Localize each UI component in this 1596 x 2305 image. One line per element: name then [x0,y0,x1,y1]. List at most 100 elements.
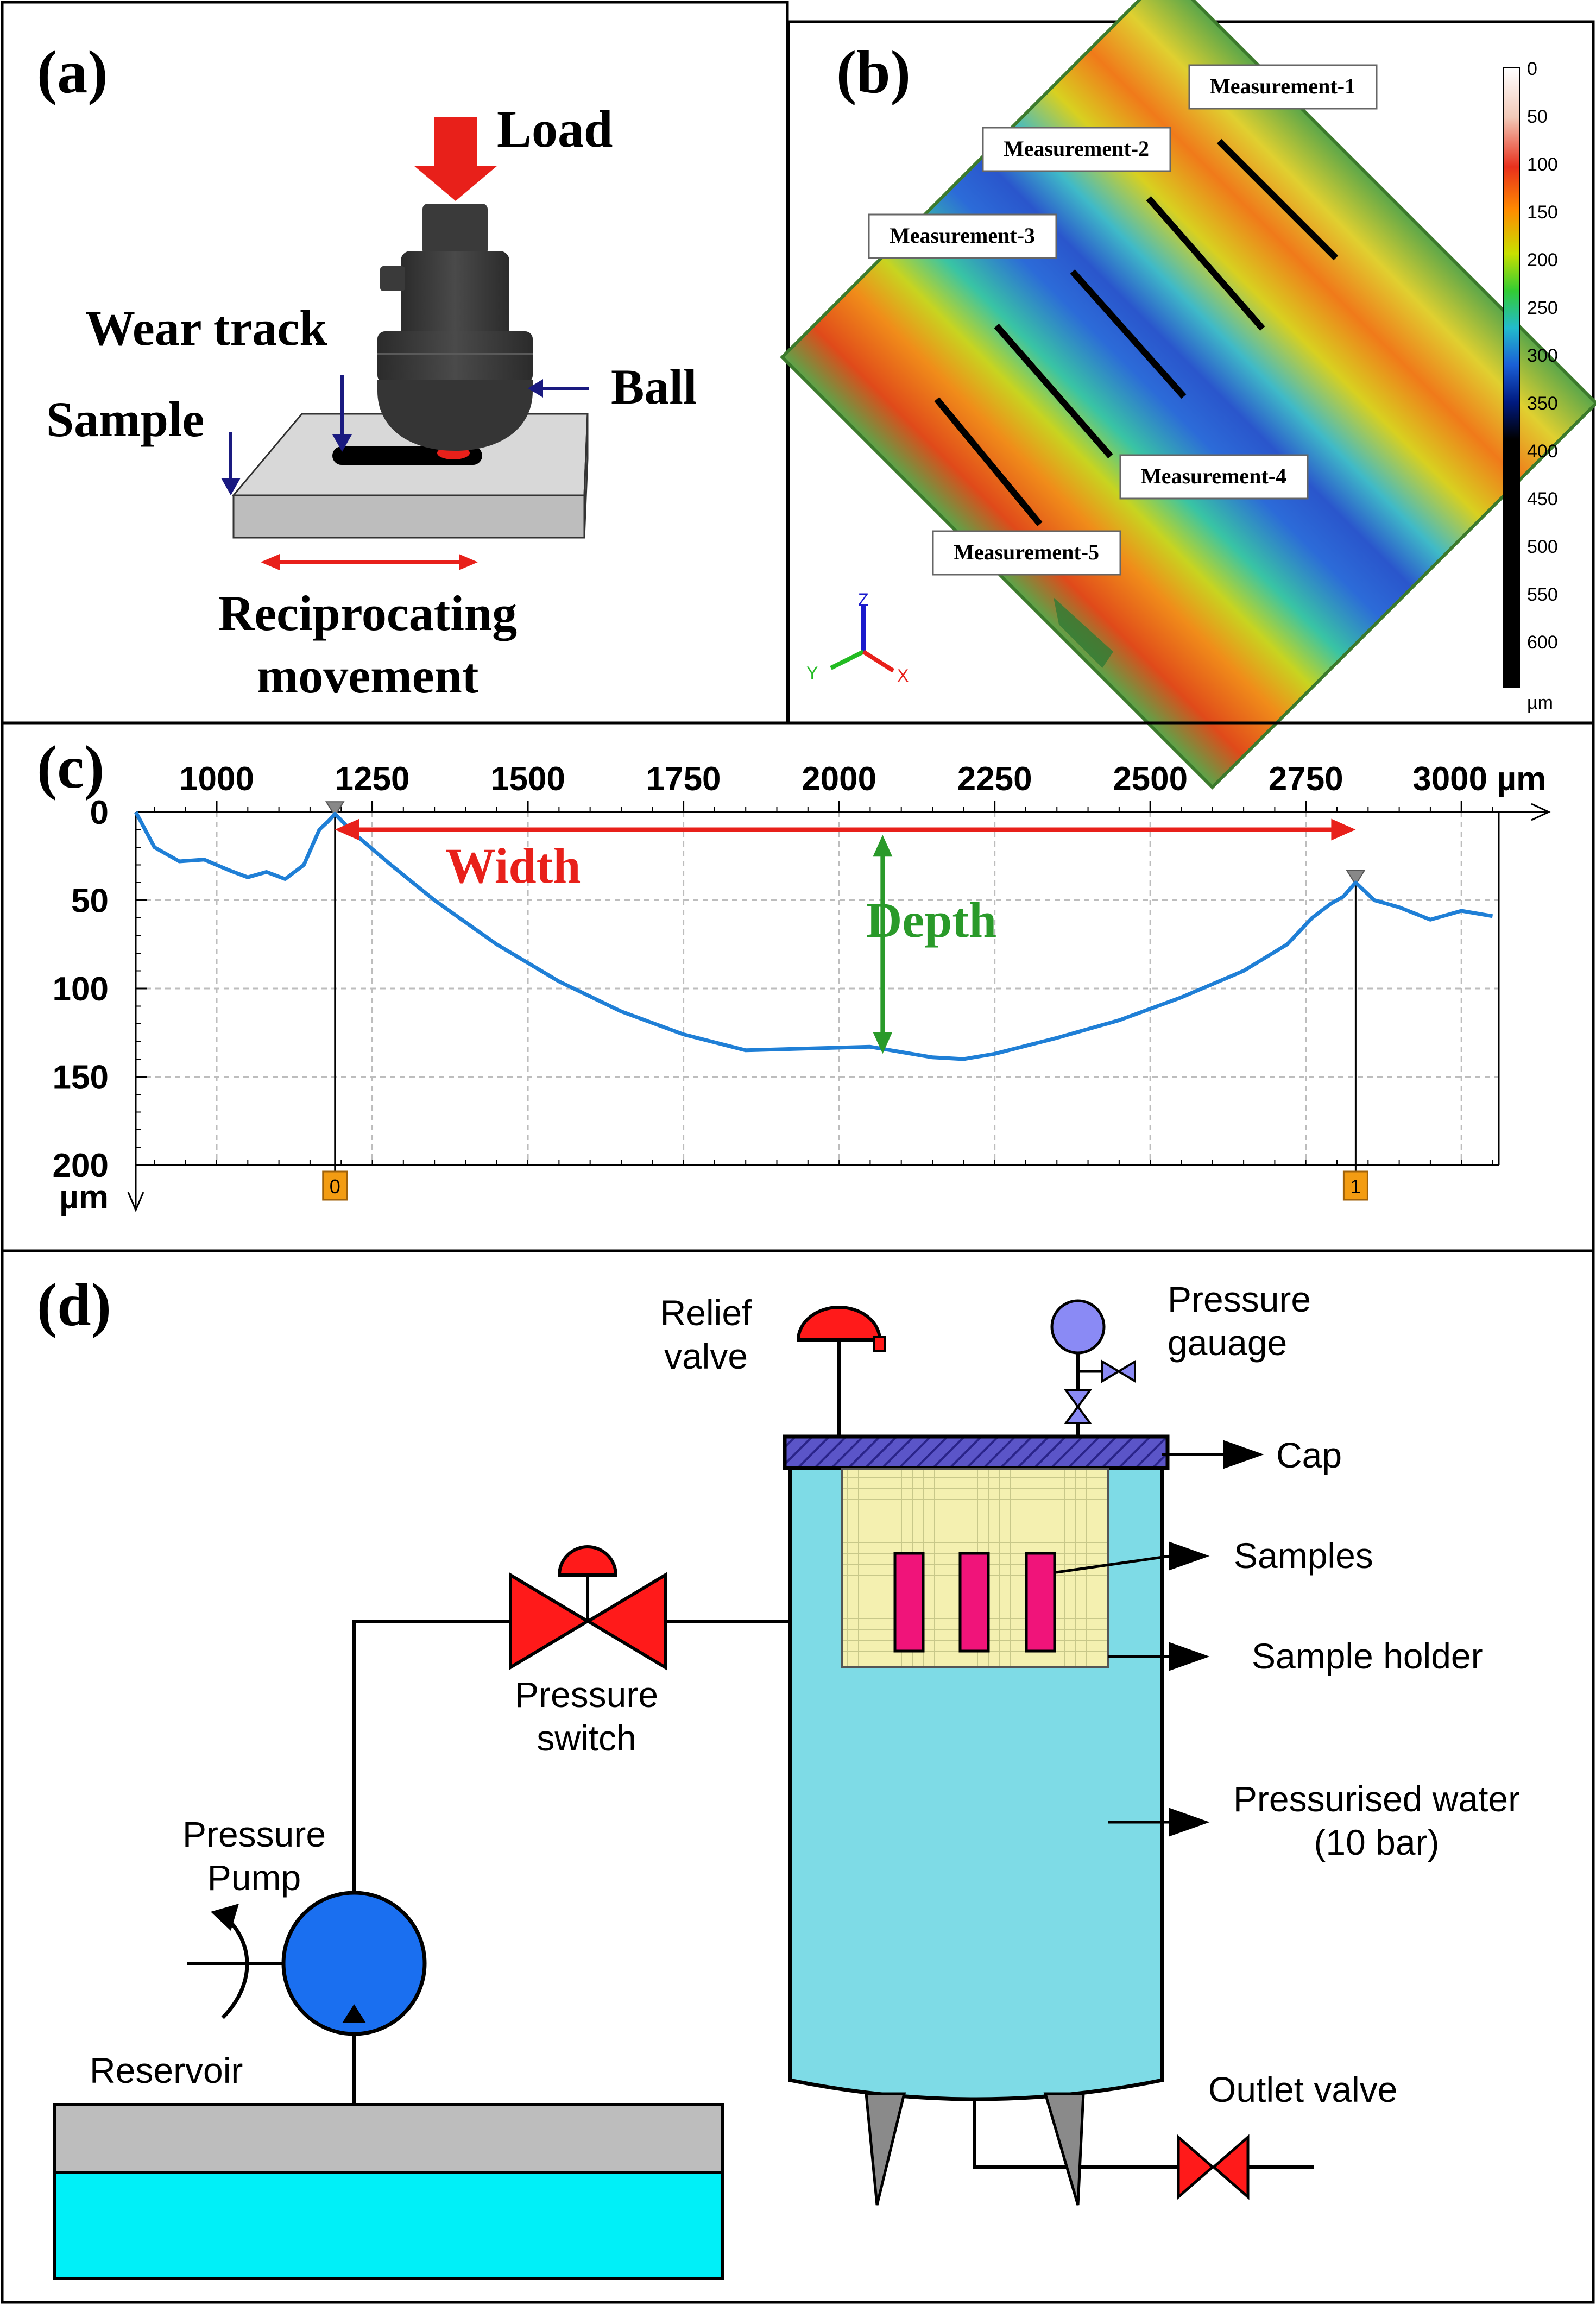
scale-tick: 400 [1527,441,1558,462]
svg-text:Measurement-4: Measurement-4 [1141,464,1286,488]
cap-label: Cap [1276,1435,1342,1475]
x-tick-label: 2000 [802,760,876,798]
wear-track-pointer [332,375,352,452]
width-label: Width [446,838,581,893]
load-label: Load [497,100,613,158]
panel-b-label: (b) [836,39,911,106]
relief-valve-label-line2: valve [664,1336,748,1376]
scale-tick: 250 [1527,298,1558,318]
panel-a: (a) Load [1,1,789,725]
axis-triad: Z Y X [806,590,909,685]
measurement-3-label: Measurement-3 [868,213,1057,259]
movement-label-line2: movement [257,648,479,703]
pressure-switch-label-line2: switch [537,1718,636,1758]
x-tick-label: 1250 [335,760,410,798]
panel-d: (d) Reservoir Pressure Pump [1,1249,1595,2304]
y-tick-label: 150 [53,1059,109,1097]
depth-label: Depth [866,892,996,948]
color-scale-ticks: 0 50 100 150 200 250 300 350 400 450 500… [1527,59,1558,653]
x-tick-label: 2750 [1269,760,1343,798]
x-axis-arrow [1531,803,1551,821]
x-tick-label: 1000 [179,760,254,798]
measurement-4-label: Measurement-4 [1119,454,1309,500]
scale-tick: 150 [1527,202,1558,223]
measurement-5-label: Measurement-5 [932,530,1121,576]
load-arrow [414,117,497,201]
sample-2 [958,1552,990,1653]
callout-arrows [1056,1440,1264,1837]
relief-valve [796,1306,886,1437]
width-arrow-head-right [1331,818,1356,841]
x-tick-label: 1750 [646,760,721,798]
color-scale-bar [1503,67,1520,688]
x-tick-label: 3000 µm [1412,760,1546,798]
profile-series-line [134,811,1493,1061]
ball-holder [377,204,533,451]
panel-d-frame [1,1249,1595,2304]
scale-tick: 100 [1527,154,1558,175]
scale-unit: µm [1527,692,1553,713]
pressure-pump-label-line1: Pressure [182,1814,326,1854]
samples-label: Samples [1234,1535,1373,1576]
panel-c-label: (c) [37,734,104,801]
vessel-cap [783,1434,1170,1470]
y-unit-label: µm [59,1179,109,1216]
measurement-2-label: Measurement-2 [982,127,1171,172]
scale-tick: 50 [1527,106,1548,127]
measurement-4-line [994,324,1113,458]
pressure-switch [509,1545,667,1671]
reservoir-label: Reservoir [90,2050,243,2090]
x-tick-label: 1500 [490,760,565,798]
sample-label: Sample [46,392,204,447]
svg-text:Measurement-2: Measurement-2 [1004,136,1149,161]
pressure-gauge-label-line2: gauage [1168,1322,1287,1363]
outlet-valve [1177,2134,1250,2200]
sample-holder-label: Sample holder [1252,1636,1483,1676]
ball-label: Ball [611,359,697,414]
sample-3 [1025,1552,1056,1653]
measurement-1-line [1216,138,1339,261]
sample-1 [893,1552,925,1653]
pressure-gauge-label-line1: Pressure [1168,1279,1311,1319]
wear-track-label: Wear track [85,300,327,356]
sample-pointer [221,432,241,495]
pipes [352,1393,1314,2169]
marker-triangle [325,801,345,817]
reciprocating-arrow [261,554,478,570]
reservoir [53,2103,724,2280]
panel-d-label: (d) [37,1271,111,1339]
svg-text:Measurement-3: Measurement-3 [890,223,1035,248]
pressurised-water-label-line1: Pressurised water [1233,1779,1520,1819]
measurement-2-line [1146,196,1265,331]
marker-box [322,1170,348,1201]
svg-text:Z: Z [858,590,869,609]
depth-arrow-head-top [873,835,893,857]
pressure-pump [187,1891,427,2036]
y-axis-arrow [127,1192,144,1212]
marker-box [1342,1170,1368,1201]
scale-tick: 200 [1527,250,1558,270]
scale-tick: 0 [1527,59,1537,79]
scale-tick: 450 [1527,489,1558,509]
pressurised-water-label-line2: (10 bar) [1314,1822,1439,1862]
pressure-pump-label-line2: Pump [207,1857,301,1898]
measurement-1-label: Measurement-1 [1188,64,1378,110]
measurement-5-line [934,397,1043,526]
panel-b: (b) Measurement-1 Measurement-2 Measurem… [780,0,1596,790]
scale-tick: 300 [1527,345,1558,366]
pressure-gauge [1050,1299,1136,1437]
width-arrow-head-left [335,818,359,841]
svg-text:Measurement-5: Measurement-5 [954,540,1099,564]
x-tick-label: 2500 [1113,760,1188,798]
svg-text:Y: Y [806,663,818,683]
y-tick-label: 100 [53,971,109,1008]
outlet-valve-label: Outlet valve [1208,2069,1398,2109]
relief-valve-label-line1: Relief [660,1293,752,1333]
svg-text:X: X [897,666,909,685]
marker-triangle [1346,870,1366,886]
panel-a-label: (a) [37,39,108,106]
y-tick-label: 200 [53,1147,109,1185]
marker-label: 0 [330,1175,340,1198]
